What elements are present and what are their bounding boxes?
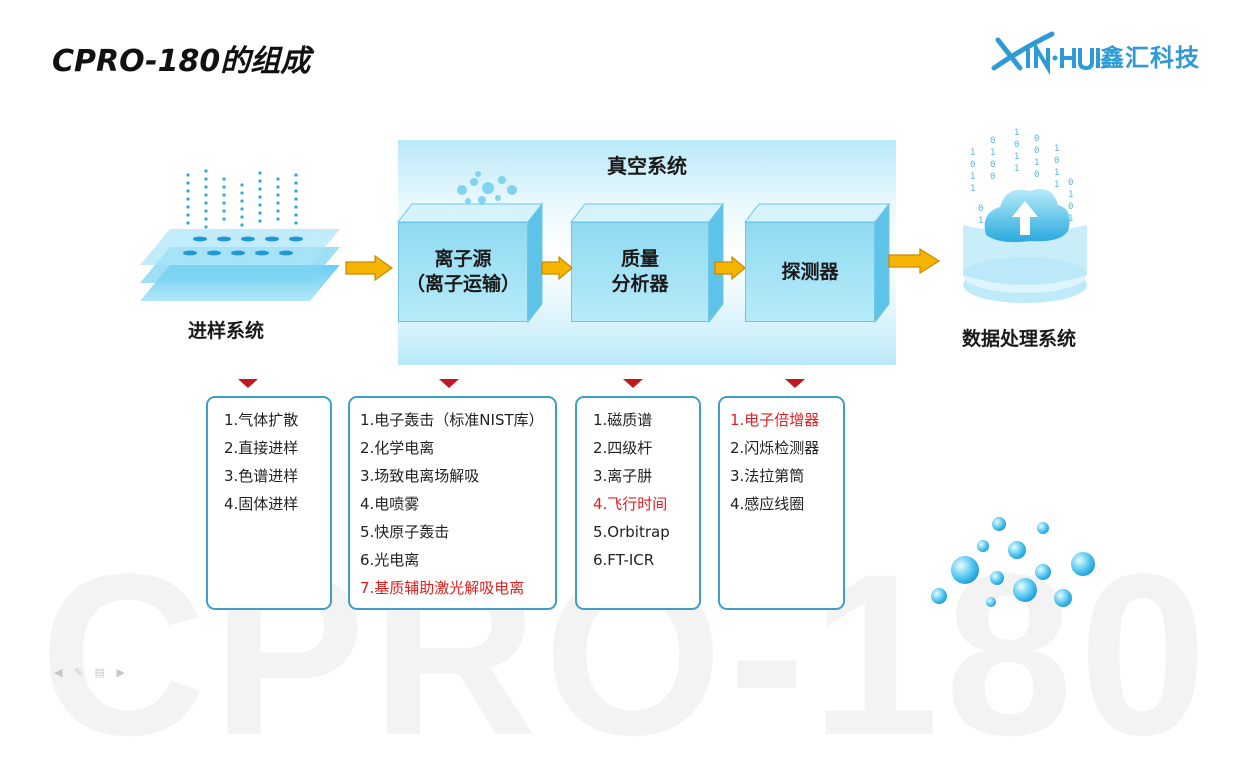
list-item: 3.场致电离场解吸 xyxy=(360,467,480,485)
svg-text:0: 0 xyxy=(990,160,995,170)
list-item: 6.光电离 xyxy=(360,551,420,569)
list-item: 1.磁质谱 xyxy=(593,411,653,429)
mass-analyzer-box: 质量分析器 xyxy=(569,202,725,324)
svg-text:1: 1 xyxy=(1034,158,1039,168)
svg-text:0: 0 xyxy=(1014,140,1019,150)
marker-triangle xyxy=(785,379,805,388)
svg-text:1: 1 xyxy=(1054,168,1059,178)
company-logo: 鑫汇科技 xyxy=(990,30,1222,78)
list-item: 5.快原子轰击 xyxy=(360,523,450,541)
list-item: 1.电子轰击（标准NIST库） xyxy=(360,411,544,429)
mass-analyzer-types-panel: 1.磁质谱 2.四级杆 3.离子肼 4.飞行时间 5.Orbitrap 6.FT… xyxy=(575,396,701,610)
list-item: 2.四级杆 xyxy=(593,439,653,457)
list-item: 5.Orbitrap xyxy=(593,523,670,541)
page-title: CPRO-180的组成 xyxy=(52,44,311,79)
sampling-system-icon xyxy=(140,169,340,301)
list-item: 2.化学电离 xyxy=(360,439,435,457)
list-item: 2.闪烁检测器 xyxy=(730,439,820,457)
svg-text:0: 0 xyxy=(1068,202,1073,212)
ion-source-sublabel: （离子运输） xyxy=(405,273,520,295)
list-item: 7.基质辅助激光解吸电离 xyxy=(360,579,525,597)
bubbles-icon xyxy=(457,171,517,204)
detector-label: 探测器 xyxy=(781,260,839,283)
vacuum-system-label: 真空系统 xyxy=(607,154,687,178)
box-top-face xyxy=(569,202,725,324)
slide-nav-controls[interactable]: ◀ ✎ ▤ ▶ xyxy=(54,666,130,679)
svg-text:1: 1 xyxy=(1054,180,1059,190)
sampling-methods-panel: 1.气体扩散 2.直接进样 3.色谱进样 4.固体进样 xyxy=(206,396,332,610)
detector-box: 探测器 xyxy=(743,202,891,324)
ion-source-face: 离子源（离子运输） xyxy=(398,222,528,322)
data-processing-label: 数据处理系统 xyxy=(962,328,1077,350)
logo-mark-icon xyxy=(991,31,1100,76)
ion-source-label: 离子源 xyxy=(434,248,492,271)
svg-text:1: 1 xyxy=(1054,144,1059,154)
list-item: 1.电子倍增器 xyxy=(730,411,820,429)
arrow-right-icon xyxy=(541,256,573,280)
svg-text:1: 1 xyxy=(970,172,975,182)
svg-text:1: 1 xyxy=(1014,152,1019,162)
decorative-bubbles-icon xyxy=(931,517,1095,607)
svg-text:1: 1 xyxy=(970,148,975,158)
list-item: 3.法拉第筒 xyxy=(730,467,805,485)
list-item: 4.感应线圈 xyxy=(730,495,805,513)
svg-text:1: 1 xyxy=(1068,214,1073,224)
list-item: 4.固体进样 xyxy=(224,495,299,513)
marker-triangle xyxy=(623,379,643,388)
list-item: 1.气体扩散 xyxy=(224,411,299,429)
svg-text:1: 1 xyxy=(990,148,995,158)
svg-text:0: 0 xyxy=(1034,170,1039,180)
svg-text:1: 1 xyxy=(1014,128,1019,138)
arrow-right-icon xyxy=(345,255,393,281)
svg-text:1: 1 xyxy=(978,216,983,226)
mass-analyzer-face: 质量分析器 xyxy=(571,222,709,322)
arrow-right-icon xyxy=(714,256,746,280)
ion-source-methods-panel: 1.电子轰击（标准NIST库） 2.化学电离 3.场致电离场解吸 4.电喷雾 5… xyxy=(348,396,557,610)
mass-analyzer-label-2: 分析器 xyxy=(611,273,669,295)
svg-text:0: 0 xyxy=(990,136,995,146)
list-item: 4.飞行时间 xyxy=(593,495,668,513)
marker-triangle xyxy=(439,379,459,388)
svg-text:1: 1 xyxy=(1014,164,1019,174)
list-item: 4.电喷雾 xyxy=(360,495,420,513)
sampling-system-label: 进样系统 xyxy=(188,320,265,342)
svg-text:0: 0 xyxy=(1034,134,1039,144)
list-item: 2.直接进样 xyxy=(224,439,299,457)
svg-text:0: 0 xyxy=(990,172,995,182)
list-item: 3.色谱进样 xyxy=(224,467,299,485)
svg-text:0: 0 xyxy=(970,160,975,170)
list-item: 6.FT-ICR xyxy=(593,551,655,569)
ion-source-box: 离子源（离子运输） xyxy=(396,202,544,324)
list-item: 3.离子肼 xyxy=(593,467,653,485)
mass-analyzer-label-1: 质量 xyxy=(620,248,659,271)
marker-triangle xyxy=(238,379,258,388)
svg-text:0: 0 xyxy=(978,204,983,214)
logo-text: 鑫汇科技 xyxy=(1100,44,1200,72)
svg-text:1: 1 xyxy=(970,184,975,194)
detector-face: 探测器 xyxy=(745,222,875,322)
svg-text:0: 0 xyxy=(1068,178,1073,188)
arrow-right-icon xyxy=(888,248,940,274)
svg-text:0: 0 xyxy=(1054,156,1059,166)
svg-text:1: 1 xyxy=(1068,190,1073,200)
svg-text:0: 0 xyxy=(1034,146,1039,156)
detector-types-panel: 1.电子倍增器 2.闪烁检测器 3.法拉第筒 4.感应线圈 xyxy=(718,396,845,610)
